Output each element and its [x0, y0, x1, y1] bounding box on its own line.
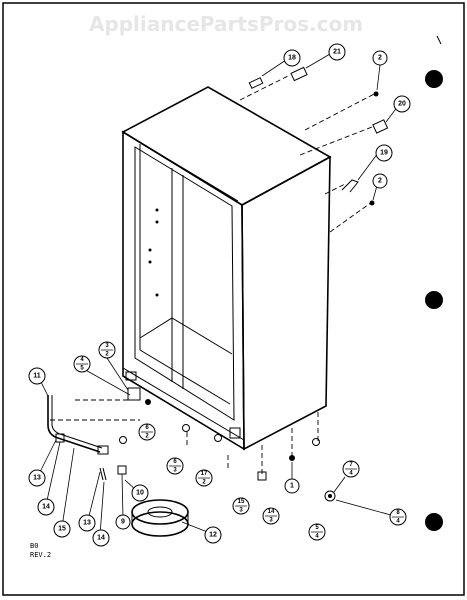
svg-text:8: 8	[396, 510, 400, 516]
svg-text:2: 2	[378, 55, 382, 62]
callout-14-right: 14	[92, 529, 110, 547]
svg-text:11: 11	[33, 373, 41, 380]
callout-2-lower: 2	[372, 173, 388, 189]
binder-hole-bottom	[425, 513, 443, 531]
svg-text:4: 4	[349, 471, 353, 477]
hardware-parts	[117, 66, 389, 502]
svg-text:4: 4	[396, 519, 400, 525]
svg-text:9: 9	[121, 519, 125, 526]
callout-12: 12	[204, 526, 222, 544]
callout-9: 9	[115, 514, 131, 530]
svg-text:14: 14	[42, 504, 50, 511]
svg-text:5: 5	[315, 525, 319, 531]
callout-13-left: 13	[28, 469, 46, 487]
dashed-leaders	[50, 74, 379, 475]
callout-7-4: 74	[342, 460, 360, 478]
svg-text:13: 13	[33, 475, 41, 482]
svg-text:2: 2	[378, 178, 382, 185]
cabinet-shell	[121, 86, 332, 451]
grommet-part-12	[131, 499, 189, 537]
svg-text:3: 3	[239, 508, 243, 514]
svg-text:15: 15	[238, 499, 245, 505]
svg-text:3: 3	[105, 343, 109, 349]
water-tube-assembly	[47, 395, 109, 481]
callout-leaders	[37, 53, 399, 536]
svg-text:20: 20	[398, 101, 406, 108]
callout-labels: 18 21 2 20 19 2 11 13 14 15 13 14 9 10 1…	[28, 43, 411, 547]
svg-text:13: 13	[83, 520, 91, 527]
svg-text:14: 14	[268, 509, 275, 515]
callout-15-3: 15 3	[232, 497, 250, 515]
note-code: B0	[30, 542, 38, 550]
callout-15: 15	[53, 520, 71, 538]
svg-text:12: 12	[209, 532, 217, 539]
callout-6-3: 63	[166, 457, 184, 475]
note-revision: REV.2	[30, 551, 51, 559]
svg-text:5: 5	[80, 366, 84, 372]
svg-text:14: 14	[97, 535, 105, 542]
callout-5-4: 54	[308, 523, 326, 541]
callout-11: 11	[28, 367, 46, 385]
svg-text:4: 4	[315, 534, 319, 540]
callout-6-2: 62	[138, 423, 156, 441]
svg-text:17: 17	[201, 471, 208, 477]
svg-text:2: 2	[202, 480, 206, 486]
svg-text:18: 18	[288, 55, 296, 62]
corner-mark	[436, 35, 442, 45]
binder-hole-top	[425, 70, 443, 88]
svg-text:21: 21	[333, 49, 341, 56]
callout-17-2: 17 2	[195, 469, 213, 487]
callout-18: 18	[283, 49, 301, 67]
binder-hole-middle	[425, 291, 443, 309]
svg-text:1: 1	[290, 483, 294, 490]
watermark-text: AppliancePartsPros.com	[89, 12, 363, 36]
callout-20: 20	[393, 95, 411, 113]
callout-13-right: 13	[78, 514, 96, 532]
callout-2-top: 2	[372, 50, 388, 66]
svg-text:15: 15	[58, 526, 66, 533]
svg-text:4: 4	[80, 357, 84, 363]
callout-1: 1	[284, 478, 300, 494]
callout-8-4: 84	[389, 508, 407, 526]
svg-text:10: 10	[136, 490, 144, 497]
svg-text:7: 7	[349, 462, 353, 468]
svg-text:2: 2	[105, 352, 109, 358]
callout-3-2: 32	[98, 341, 116, 359]
callout-14-left: 14	[37, 498, 55, 516]
callout-19: 19	[375, 144, 393, 162]
svg-text:6: 6	[145, 425, 149, 431]
callout-14-3: 14 3	[262, 507, 280, 525]
callout-21: 21	[328, 43, 346, 61]
svg-text:19: 19	[380, 150, 388, 157]
svg-text:6: 6	[173, 459, 177, 465]
fraction-callouts: 32 45 62 63 172 153 143 74 84 54	[73, 341, 407, 541]
svg-text:3: 3	[173, 468, 177, 474]
svg-text:2: 2	[145, 434, 149, 440]
callout-10: 10	[131, 484, 149, 502]
callout-4-5: 45	[73, 355, 91, 373]
svg-text:3: 3	[269, 518, 273, 524]
